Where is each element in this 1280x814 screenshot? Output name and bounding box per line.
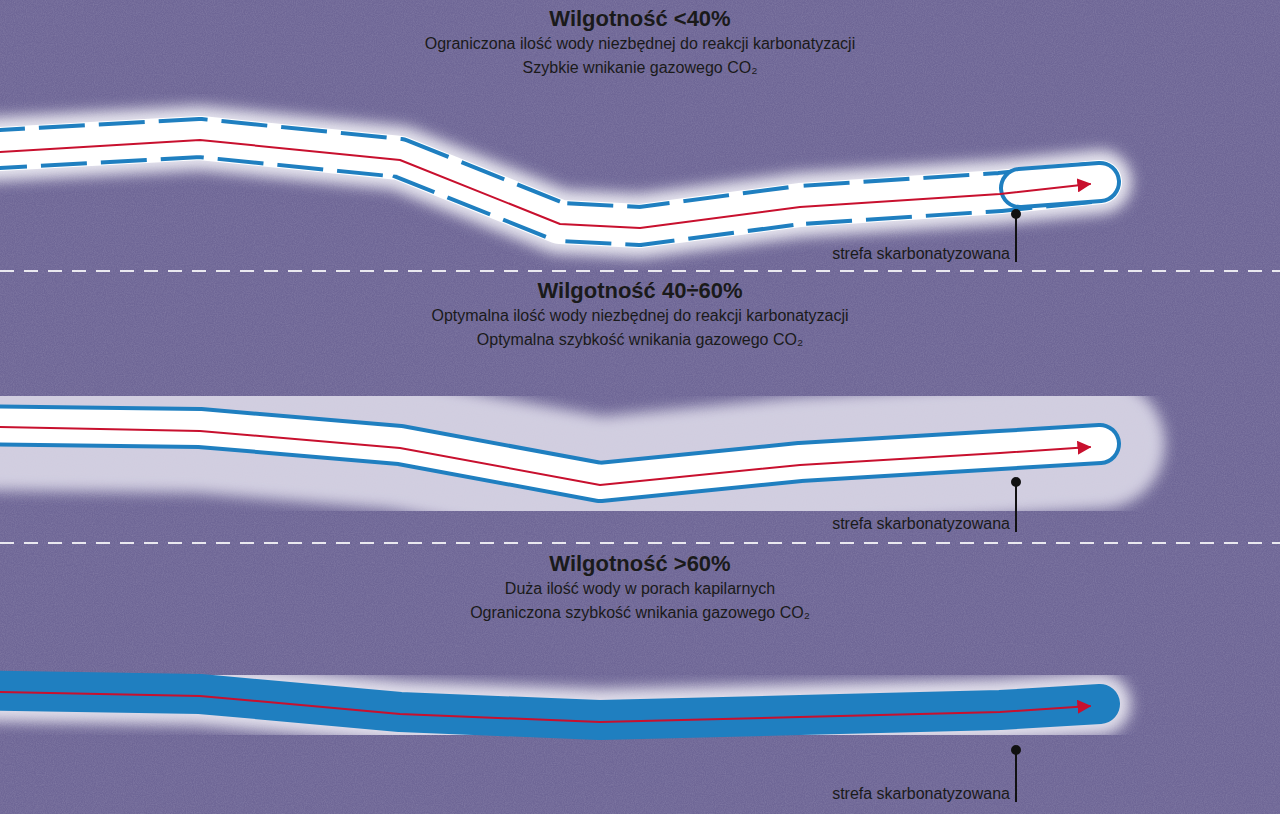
band-separator <box>0 542 1280 544</box>
pore-wet <box>0 690 1100 722</box>
band-note: Szybkie wnikanie gazowego CO₂ <box>0 56 1280 80</box>
band-heading: Wilgotność <40% <box>0 6 1280 32</box>
band-note: Ograniczona szybkość wnikania gazowego C… <box>0 601 1280 625</box>
pore-dry <box>0 138 1100 228</box>
band-heading: Wilgotność >60% <box>0 551 1280 577</box>
humidity-band: Wilgotność >60%Duża ilość wody w porach … <box>0 545 1280 814</box>
band-note: Optymalna szybkość wnikania gazowego CO₂ <box>0 328 1280 352</box>
band-note: Ograniczona ilość wody niezbędnej do rea… <box>0 32 1280 56</box>
band-separator <box>0 270 1280 272</box>
zone-label: strefa skarbonatyzowana <box>832 514 1010 534</box>
band-note: Duża ilość wody w porach kapilarnych <box>0 577 1280 601</box>
humidity-band: Wilgotność 40÷60%Optymalna ilość wody ni… <box>0 272 1280 542</box>
pore-optimal <box>0 425 1100 485</box>
humidity-band: Wilgotność <40%Ograniczona ilość wody ni… <box>0 0 1280 270</box>
band-note: Optymalna ilość wody niezbędnej do reakc… <box>0 304 1280 328</box>
zone-label: strefa skarbonatyzowana <box>832 244 1010 264</box>
zone-label: strefa skarbonatyzowana <box>832 784 1010 804</box>
leader-lines <box>1012 210 1020 802</box>
band-heading: Wilgotność 40÷60% <box>0 278 1280 304</box>
